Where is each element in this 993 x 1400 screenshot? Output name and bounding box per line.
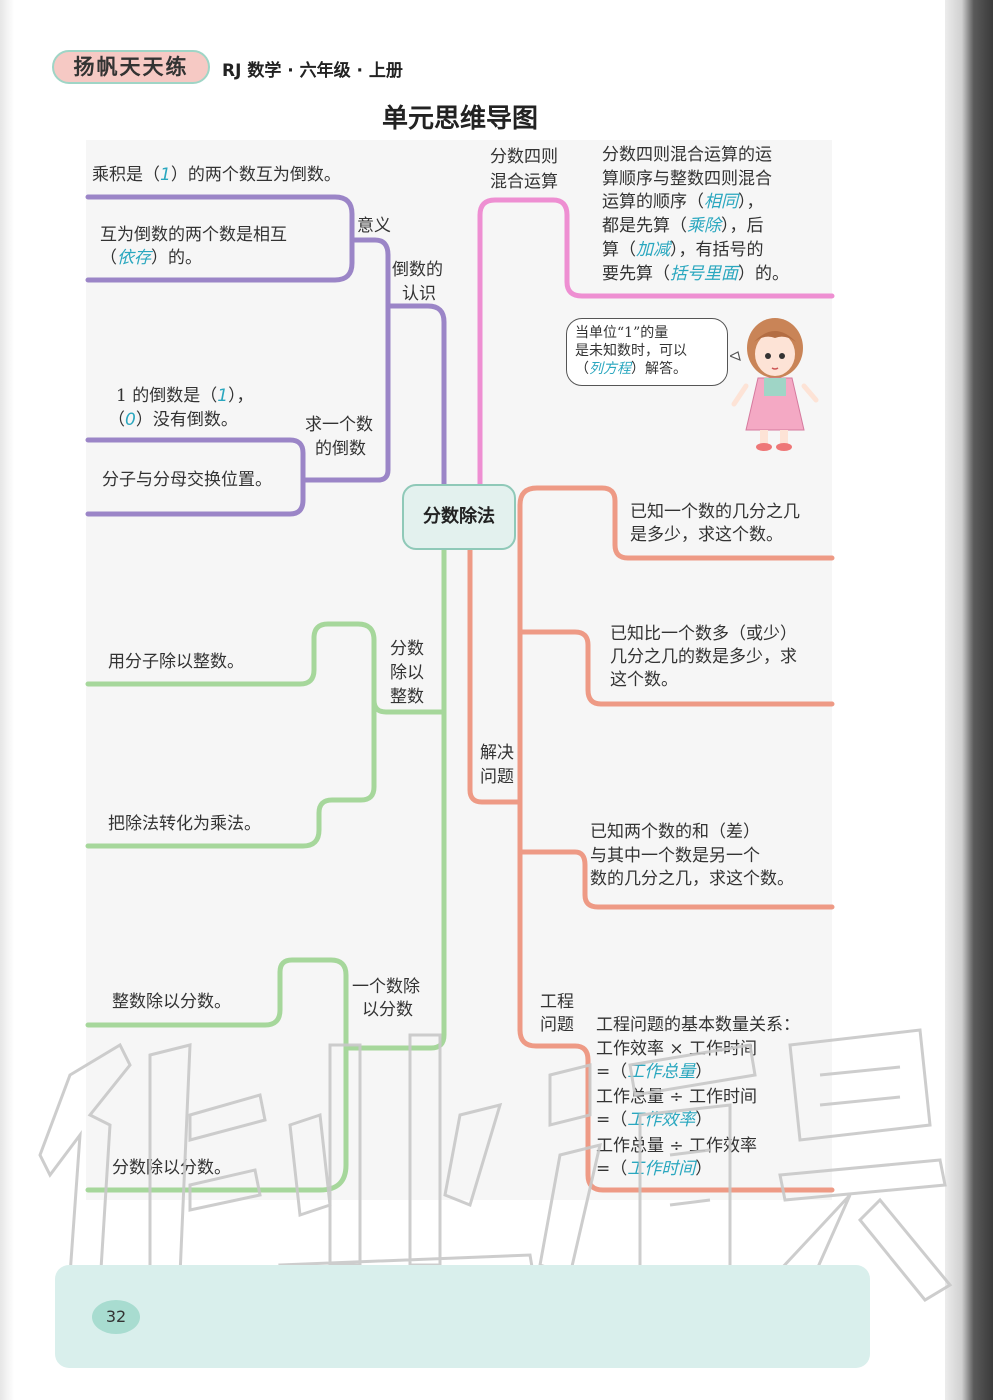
purple-connector-trunk	[300, 237, 391, 483]
subject-label: RJ 数学 · 六年级 · 上册	[222, 61, 403, 81]
problem2-line2: 几分之几的数是多少，求	[610, 647, 797, 667]
answer-zero: 0	[125, 410, 136, 430]
tip-line3: （列方程）解答。	[575, 361, 687, 377]
reciprocal-topic-line1: 倒数的	[392, 260, 443, 280]
find-reciprocal-label-line2: 的倒数	[315, 439, 366, 459]
purple-connector-center	[385, 303, 447, 487]
answer-dependent: 依存	[117, 248, 151, 268]
solve-problems-label-line2: 问题	[480, 767, 514, 787]
zero-no-reciprocal: （0）没有倒数。	[108, 410, 238, 430]
mixed-ops-rule-line4: 都是先算（乘除），后	[602, 216, 764, 236]
problem3-line3: 数的几分之几，求这个数。	[590, 869, 794, 889]
meaning-label: 意义	[357, 216, 391, 236]
footer-band	[55, 1265, 870, 1368]
swap-numerator-denominator: 分子与分母交换位置。	[102, 470, 272, 490]
green-connector-frac	[85, 957, 349, 1051]
mixed-ops-label-line2: 混合运算	[490, 172, 558, 192]
answer-total-work: 工作总量	[627, 1062, 696, 1082]
mixed-ops-rule-line6: 要先算（括号里面）的。	[602, 264, 789, 284]
problem2-line3: 这个数。	[610, 670, 678, 690]
problem3-line2: 与其中一个数是另一个	[590, 846, 760, 866]
reciprocal-mutual-line2: （依存）的。	[100, 248, 202, 268]
mixed-ops-rule-line3: 运算的顺序（相同），	[602, 192, 764, 212]
reciprocal-topic-line2: 认识	[402, 284, 436, 304]
answer-reciprocal-one: 1	[217, 386, 229, 406]
find-reciprocal-label-line1: 求一个数	[305, 415, 373, 435]
work-relation3-line1: 工作总量 ÷ 工作效率	[596, 1136, 758, 1156]
solve-problems-label-line1: 解决	[480, 743, 514, 763]
divide-numerator-by-integer: 用分子除以整数。	[108, 652, 244, 672]
tip-speech-bubble: 当单位“1”的量 是未知数时，可以 （列方程）解答。	[566, 318, 728, 386]
mixed-ops-rule-line5: 算（加减），有括号的	[602, 240, 764, 260]
work-problem-label-line2: 问题	[540, 1015, 574, 1035]
work-relation1-line2: =（工作总量）	[596, 1062, 713, 1082]
salmon-connector-p3	[517, 849, 835, 910]
page-number: 32	[92, 1300, 140, 1334]
page-title: 单元思维导图	[381, 104, 538, 134]
reciprocal-mutual-line1: 互为倒数的两个数是相互	[100, 225, 287, 245]
problem2-line1: 已知比一个数多（或少）	[610, 624, 797, 644]
answer-brackets: 括号里面	[670, 264, 738, 284]
tip-line2: 是未知数时，可以	[575, 343, 687, 359]
work-relation2-line2: =（工作效率）	[596, 1110, 713, 1130]
work-relation1-line1: 工作效率 × 工作时间	[596, 1039, 758, 1059]
pink-connector	[477, 197, 835, 487]
page-edge-shadow	[945, 0, 993, 1400]
page-gutter-shade	[0, 0, 14, 1400]
central-topic-fraction-division: 分数除法	[402, 484, 516, 550]
work-relation2-line1: 工作总量 ÷ 工作时间	[596, 1087, 758, 1107]
fraction-divided-by-fraction: 分数除以分数。	[112, 1158, 231, 1178]
answer-same: 相同	[704, 192, 738, 212]
girl-illustration-icon	[730, 318, 819, 451]
salmon-connector-p1	[517, 485, 835, 1033]
mixed-ops-rule-line2: 算顺序与整数四则混合	[602, 169, 772, 189]
problem1-line2: 是多少，求这个数。	[630, 525, 783, 545]
salmon-connector-p2	[517, 629, 835, 707]
answer-equation: 列方程	[589, 361, 631, 377]
answer-mul-div: 乘除	[687, 216, 721, 236]
salmon-connector-trunk	[467, 547, 523, 805]
answer-one: 1	[160, 165, 171, 185]
convert-to-multiplication: 把除法转化为乘法。	[108, 814, 261, 834]
green-connector-int2	[85, 697, 377, 849]
div-by-int-label-line3: 整数	[390, 687, 424, 707]
mixed-ops-rule-line1: 分数四则混合运算的运	[602, 145, 772, 165]
div-by-int-label-line2: 除以	[390, 663, 424, 683]
tip-line1: 当单位“1”的量	[575, 325, 669, 341]
answer-efficiency: 工作效率	[627, 1110, 696, 1130]
purple-connector-find	[85, 437, 306, 517]
reciprocal-definition: 乘积是（1）的两个数互为倒数。	[92, 165, 341, 185]
integer-divided-by-fraction: 整数除以分数。	[112, 992, 231, 1012]
answer-add-sub: 加减	[636, 240, 670, 260]
div-by-frac-label-line2: 以分数	[362, 1000, 413, 1020]
div-by-frac-label-line1: 一个数除	[352, 977, 420, 997]
work-problem-label-line1: 工程	[540, 992, 574, 1012]
work-relation-intro: 工程问题的基本数量关系：	[596, 1015, 800, 1035]
answer-work-time: 工作时间	[627, 1159, 696, 1179]
mixed-ops-label-line1: 分数四则	[490, 147, 558, 167]
reciprocal-of-one: 1 的倒数是（1），	[116, 386, 254, 406]
work-relation3-line2: =（工作时间）	[596, 1159, 713, 1179]
problem3-line1: 已知两个数的和（差）	[590, 822, 760, 842]
div-by-int-label-line1: 分数	[390, 639, 424, 659]
problem1-line1: 已知一个数的几分之几	[630, 502, 800, 522]
series-badge: 扬帆天天练	[52, 50, 210, 84]
